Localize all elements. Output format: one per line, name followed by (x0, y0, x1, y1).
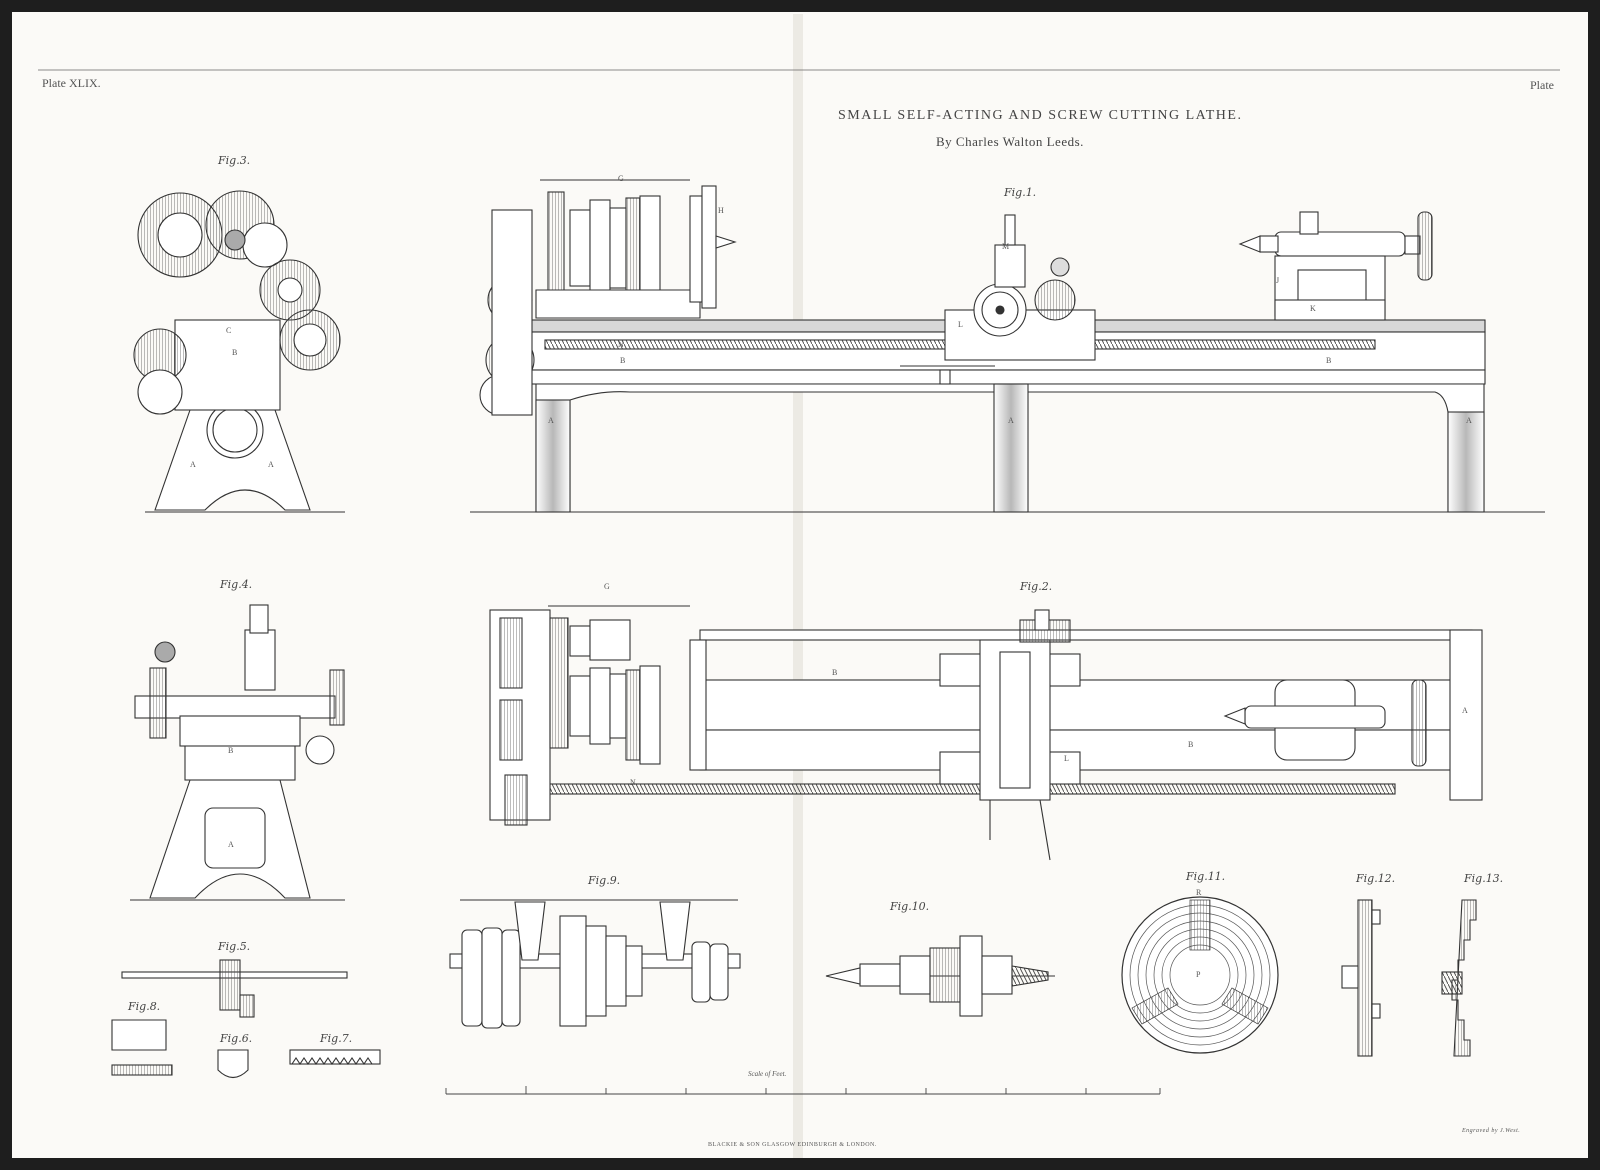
fig5-label: Fig.5. (218, 940, 251, 953)
letter-L-fig1: L (958, 320, 964, 329)
letter-B-fig2: B (832, 668, 838, 677)
letter-M-fig1: M (1002, 242, 1010, 251)
plate-title: SMALL SELF-ACTING AND SCREW CUTTING LATH… (838, 108, 1243, 123)
fig2-label: Fig.2. (1020, 580, 1053, 593)
fig1-label: Fig.1. (1004, 186, 1037, 199)
letter-A-fig4: A (228, 840, 235, 849)
fig4-drawing (130, 604, 345, 901)
fig8-label: Fig.8. (128, 1000, 161, 1013)
publisher-imprint: BLACKIE & SON GLASGOW EDINBURGH & LONDON… (708, 1142, 877, 1148)
letter-N-fig1: N (618, 340, 625, 349)
letter-K-fig1: K (1310, 304, 1317, 313)
scale-label: Scale of Feet. (748, 1070, 787, 1078)
fig9-label: Fig.9. (588, 874, 621, 887)
letter-R-fig11: R (1196, 888, 1202, 897)
letter-H-fig1: H (718, 206, 725, 215)
letter-B-fig1: B (620, 356, 626, 365)
letter-G-fig2: G (604, 582, 611, 591)
letter-A-fig2: A (1462, 706, 1469, 715)
plate-number-right: Plate (1530, 78, 1554, 92)
letter-B-fig2-right: B (1188, 740, 1194, 749)
letter-A-fig1-left: A (548, 416, 555, 425)
letter-N-fig2: N (630, 778, 637, 787)
fig12-13-drawing (1341, 899, 1477, 1057)
letter-P-fig11: P (1196, 970, 1201, 979)
letter-B-fig1-right: B (1326, 356, 1332, 365)
plate-subtitle: By Charles Walton Leeds. (936, 134, 1084, 149)
fig2-drawing (489, 605, 1483, 861)
letter-B-fig4: B (228, 746, 234, 755)
fig5-8-drawing (111, 959, 381, 1079)
letter-A-fig3-right: A (268, 460, 275, 469)
letter-A-fig3: A (190, 460, 197, 469)
fig9-drawing (449, 899, 741, 1029)
letter-A-fig1-right: A (1466, 416, 1473, 425)
fig10-drawing (825, 935, 1055, 1017)
fig3-drawing (133, 190, 345, 513)
fig11-drawing (1121, 896, 1279, 1054)
letter-J-fig1: J (1276, 276, 1280, 285)
fig3-label: Fig.3. (218, 154, 251, 167)
fig13-label: Fig.13. (1464, 872, 1504, 885)
letter-A-fig1-mid: A (1008, 416, 1015, 425)
fig4-label: Fig.4. (220, 578, 253, 591)
letter-B-fig3: B (232, 348, 238, 357)
fig11-label: Fig.11. (1186, 870, 1226, 883)
fig7-label: Fig.7. (320, 1032, 353, 1045)
plate-number-left: Plate XLIX. (42, 76, 101, 90)
fig12-label: Fig.12. (1356, 872, 1396, 885)
letter-G-fig1: G (618, 174, 625, 183)
letter-C-fig3: C (226, 326, 232, 335)
scale-bar (445, 1086, 1161, 1095)
centre-fold (793, 14, 803, 1158)
fig6-label: Fig.6. (220, 1032, 253, 1045)
engraver-imprint: Engraved by J.West. (1462, 1128, 1521, 1134)
fig1-drawing (470, 179, 1545, 513)
fig10-label: Fig.10. (890, 900, 930, 913)
letter-L-fig2: L (1064, 754, 1070, 763)
